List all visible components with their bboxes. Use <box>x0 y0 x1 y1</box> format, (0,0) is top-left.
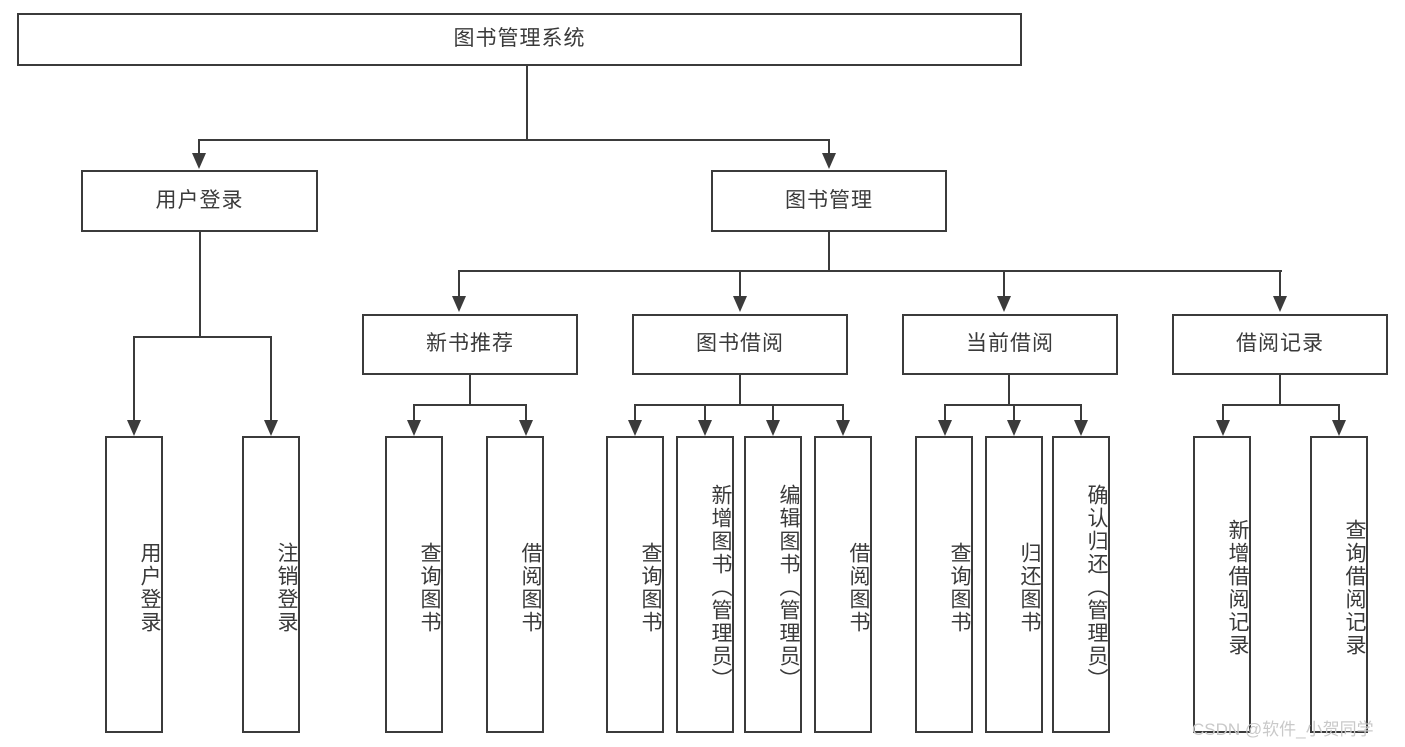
arrow-root-to-book-management <box>822 153 836 169</box>
edge-book-management-stem <box>828 232 830 272</box>
edge-user-login-to-leaf-1 <box>133 336 135 421</box>
node-root-book-management-system[interactable]: 图书管理系统 <box>17 13 1022 66</box>
arrow-bm-to-new-book <box>452 296 466 312</box>
arrow-bb-to-leaf-2 <box>698 420 712 436</box>
leaf-new-book-borrow-book[interactable]: 借阅图书 <box>486 436 544 733</box>
edge-bm-to-new-book <box>458 270 460 298</box>
leaf-user-login-logout[interactable]: 注销登录 <box>242 436 300 733</box>
edge-cb-to-leaf-1 <box>944 404 946 421</box>
arrow-user-login-to-leaf-2 <box>264 420 278 436</box>
arrow-bb-to-leaf-1 <box>628 420 642 436</box>
edge-book-borrow-stem <box>739 375 741 406</box>
arrow-bb-to-leaf-4 <box>836 420 850 436</box>
node-label: 新书推荐 <box>426 332 514 356</box>
arrow-br-to-leaf-1 <box>1216 420 1230 436</box>
leaf-label: 查询图书 <box>418 541 441 634</box>
node-new-book-recommend[interactable]: 新书推荐 <box>362 314 578 375</box>
edge-user-login-to-leaf-2 <box>270 336 272 421</box>
arrow-cb-to-leaf-1 <box>938 420 952 436</box>
arrow-bm-to-borrow-record <box>1273 296 1287 312</box>
leaf-label: 查询借阅记录 <box>1343 518 1366 657</box>
node-label: 图书借阅 <box>696 332 784 356</box>
edge-nb-to-leaf-2 <box>525 404 527 421</box>
edge-br-to-leaf-1 <box>1222 404 1224 421</box>
edge-user-login-bus <box>133 336 272 338</box>
arrow-user-login-to-leaf-1 <box>127 420 141 436</box>
node-book-borrow[interactable]: 图书借阅 <box>632 314 848 375</box>
edge-book-management-bus <box>458 270 1282 272</box>
leaf-user-login-login[interactable]: 用户登录 <box>105 436 163 733</box>
edge-br-to-leaf-2 <box>1338 404 1340 421</box>
node-book-management[interactable]: 图书管理 <box>711 170 947 232</box>
edge-root-stem <box>526 66 528 140</box>
leaf-book-borrow-edit-book[interactable]: 编辑图书（管理员） <box>744 436 802 733</box>
node-borrow-record[interactable]: 借阅记录 <box>1172 314 1388 375</box>
edge-borrow-record-bus <box>1222 404 1340 406</box>
node-label: 图书管理系统 <box>453 27 586 51</box>
leaf-label: 借阅图书 <box>519 541 542 634</box>
arrow-bm-to-book-borrow <box>733 296 747 312</box>
leaf-label: 确认归还（管理员） <box>1085 484 1108 691</box>
edge-bb-to-leaf-2 <box>704 404 706 421</box>
node-label: 图书管理 <box>785 188 873 212</box>
node-current-borrow[interactable]: 当前借阅 <box>902 314 1118 375</box>
arrow-cb-to-leaf-3 <box>1074 420 1088 436</box>
edge-bb-to-leaf-1 <box>634 404 636 421</box>
edge-root-bus <box>198 139 830 141</box>
edge-borrow-record-stem <box>1279 375 1281 406</box>
edge-root-to-book-management <box>828 139 830 155</box>
node-user-login[interactable]: 用户登录 <box>81 170 318 232</box>
leaf-borrow-record-query-record[interactable]: 查询借阅记录 <box>1310 436 1368 733</box>
edge-root-to-user-login <box>198 139 200 155</box>
arrow-root-to-user-login <box>192 153 206 169</box>
edge-bm-to-book-borrow <box>739 270 741 298</box>
leaf-label: 注销登录 <box>275 541 298 634</box>
leaf-new-book-query-book[interactable]: 查询图书 <box>385 436 443 733</box>
leaf-borrow-record-add-record[interactable]: 新增借阅记录 <box>1193 436 1251 733</box>
edge-new-book-bus <box>413 404 527 406</box>
arrow-nb-to-leaf-2 <box>519 420 533 436</box>
leaf-label: 新增借阅记录 <box>1226 518 1249 657</box>
arrow-br-to-leaf-2 <box>1332 420 1346 436</box>
node-label: 当前借阅 <box>966 332 1054 356</box>
node-label: 借阅记录 <box>1236 332 1324 356</box>
edge-current-borrow-stem <box>1008 375 1010 406</box>
node-label: 用户登录 <box>155 188 244 212</box>
leaf-label: 归还图书 <box>1018 541 1041 634</box>
leaf-label: 新增图书（管理员） <box>709 484 732 691</box>
leaf-book-borrow-add-book[interactable]: 新增图书（管理员） <box>676 436 734 733</box>
edge-bb-to-leaf-3 <box>772 404 774 421</box>
edge-cb-to-leaf-2 <box>1013 404 1015 421</box>
edge-new-book-stem <box>469 375 471 406</box>
leaf-current-borrow-return-book[interactable]: 归还图书 <box>985 436 1043 733</box>
leaf-label: 用户登录 <box>138 541 161 634</box>
leaf-book-borrow-query-book[interactable]: 查询图书 <box>606 436 664 733</box>
edge-book-borrow-bus <box>634 404 844 406</box>
edge-bb-to-leaf-4 <box>842 404 844 421</box>
leaf-book-borrow-borrow-book[interactable]: 借阅图书 <box>814 436 872 733</box>
leaf-label: 查询图书 <box>639 541 662 634</box>
edge-nb-to-leaf-1 <box>413 404 415 421</box>
arrow-bb-to-leaf-3 <box>766 420 780 436</box>
leaf-label: 查询图书 <box>948 541 971 634</box>
leaf-current-borrow-confirm-return[interactable]: 确认归还（管理员） <box>1052 436 1110 733</box>
csdn-watermark: CSDN @软件_小贺同学 <box>1192 720 1374 739</box>
leaf-label: 编辑图书（管理员） <box>777 484 800 691</box>
edge-user-login-stem <box>199 232 201 337</box>
leaf-label: 借阅图书 <box>847 541 870 634</box>
edge-bm-to-borrow-record <box>1279 270 1281 298</box>
arrow-bm-to-current-borrow <box>997 296 1011 312</box>
leaf-current-borrow-query-book[interactable]: 查询图书 <box>915 436 973 733</box>
edge-bm-to-current-borrow <box>1003 270 1005 298</box>
edge-cb-to-leaf-3 <box>1080 404 1082 421</box>
arrow-nb-to-leaf-1 <box>407 420 421 436</box>
arrow-cb-to-leaf-2 <box>1007 420 1021 436</box>
